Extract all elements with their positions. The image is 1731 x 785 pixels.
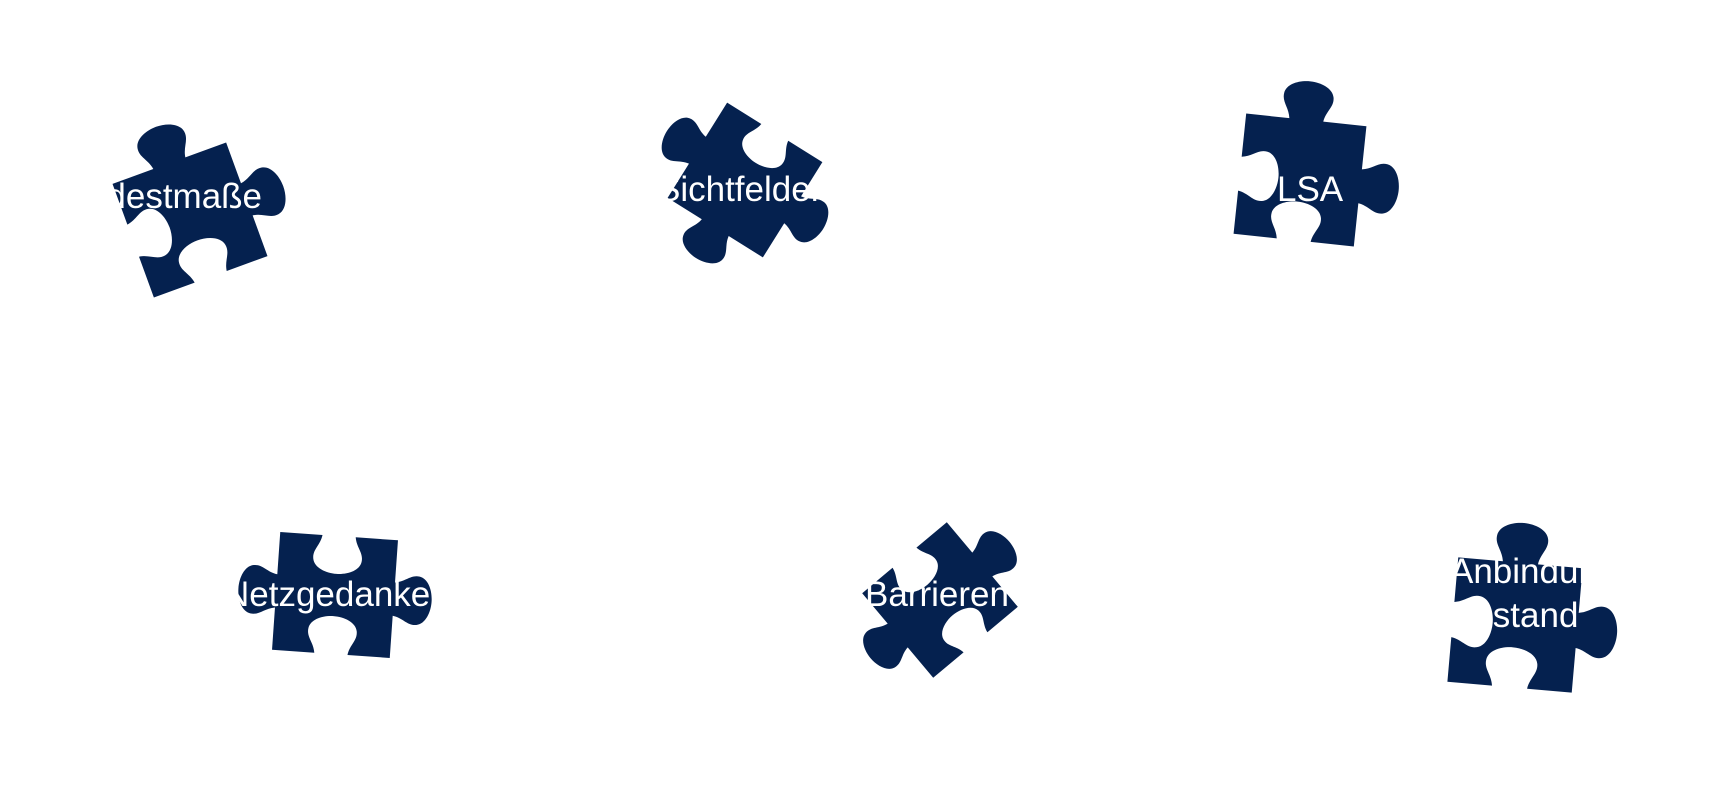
- piece-label: Netzgedanke: [224, 573, 430, 617]
- piece-label: Barrieren: [865, 573, 1009, 617]
- piece-label-line: Bestand: [1450, 594, 1617, 638]
- piece-label: Sichtfelder: [657, 168, 822, 212]
- puzzle-piece-icon: [80, 110, 300, 330]
- piece-label: LSA: [1277, 168, 1343, 212]
- piece-label: Anbindung Bestand: [1450, 550, 1617, 638]
- piece-label-line: Anbindung: [1450, 550, 1617, 594]
- piece-label: Mindestmaße: [50, 175, 262, 219]
